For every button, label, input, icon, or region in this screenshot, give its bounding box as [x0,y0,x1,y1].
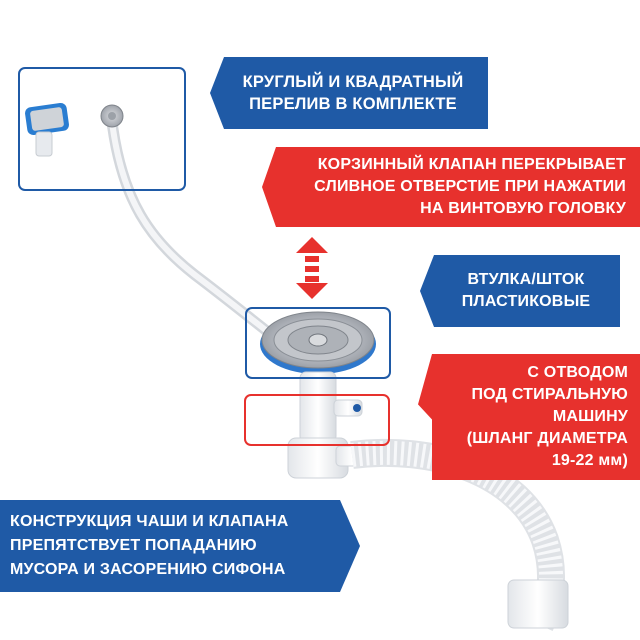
hose-size-unit: мм) [598,452,628,469]
square-overflow [25,102,69,157]
bowl-banner-line-3: МУСОРА И ЗАСОРЕНИЮ СИФОНА [10,561,286,578]
basket-banner-line-3: НА ВИНТОВУЮ ГОЛОВКУ [420,200,626,217]
basket-banner-line-1: КОРЗИННЫЙ КЛАПАН ПЕРЕКРЫВАЕТ [317,156,626,173]
bushing-banner-line-1: ВТУЛКА/ШТОК [467,271,585,288]
drain-banner-line-2: ПОД СТИРАЛЬНУЮ [471,386,628,403]
round-overflow [100,104,124,128]
bushing-banner: ВТУЛКА/ШТОК ПЛАСТИКОВЫЕ [420,255,620,327]
overflow-banner: КРУГЛЫЙ И КВАДРАТНЫЙ ПЕРЕЛИВ В КОМПЛЕКТЕ [210,57,488,129]
bowl-banner-line-2: ПРЕПЯТСТВУЕТ ПОПАДАНИЮ [10,537,257,554]
hose-size: 19-22 [551,452,594,469]
bushing-banner-line-2: ПЛАСТИКОВЫЕ [461,293,591,310]
drain-banner-line-5: 19-22 мм) [552,450,628,472]
overflow-callout-frame [18,67,186,191]
branch-callout-frame [244,394,390,446]
bowl-banner-line-1: КОНСТРУКЦИЯ ЧАШИ И КЛАПАНА [10,513,289,530]
drain-banner-line-1: С ОТВОДОМ [527,364,628,381]
washing-machine-outlet-banner: С ОТВОДОМ ПОД СТИРАЛЬНУЮ МАШИНУ (ШЛАНГ Д… [418,354,640,480]
drain-banner-line-3: МАШИНУ [552,408,628,425]
red-double-arrow-icon [296,237,328,299]
drain-banner-line-4: (ШЛАНГ ДИАМЕТРА [466,430,628,447]
overflow-banner-line-2: ПЕРЕЛИВ В КОМПЛЕКТЕ [249,95,457,113]
strainer-callout-frame [245,307,391,379]
basket-banner-line-2: СЛИВНОЕ ОТВЕРСТИЕ ПРИ НАЖАТИИ [314,178,626,195]
strainer-basket [260,311,376,374]
bowl-design-banner: КОНСТРУКЦИЯ ЧАШИ И КЛАПАНА ПРЕПЯТСТВУЕТ … [0,500,360,592]
overflow-banner-line-1: КРУГЛЫЙ И КВАДРАТНЫЙ [242,73,464,91]
basket-valve-banner: КОРЗИННЫЙ КЛАПАН ПЕРЕКРЫВАЕТ СЛИВНОЕ ОТВ… [262,147,640,227]
